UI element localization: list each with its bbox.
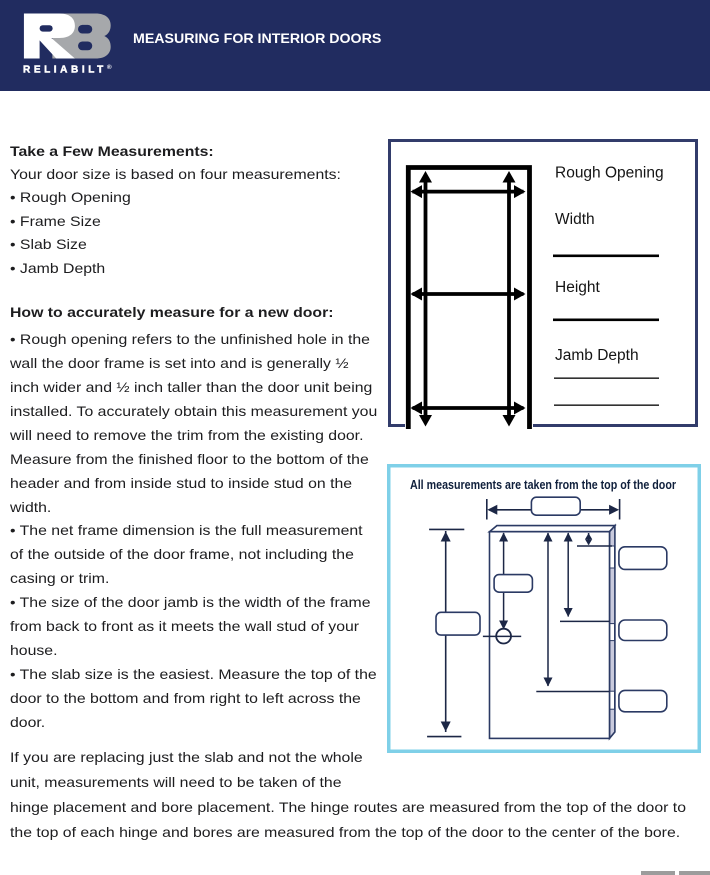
svg-text:Width: Width xyxy=(555,211,595,228)
svg-text:Height: Height xyxy=(555,279,600,296)
svg-text:Rough Opening: Rough Opening xyxy=(555,165,664,182)
svg-text:All measurements are taken fro: All measurements are taken from the top … xyxy=(410,478,676,492)
svg-text:Jamb Depth: Jamb Depth xyxy=(555,347,639,364)
